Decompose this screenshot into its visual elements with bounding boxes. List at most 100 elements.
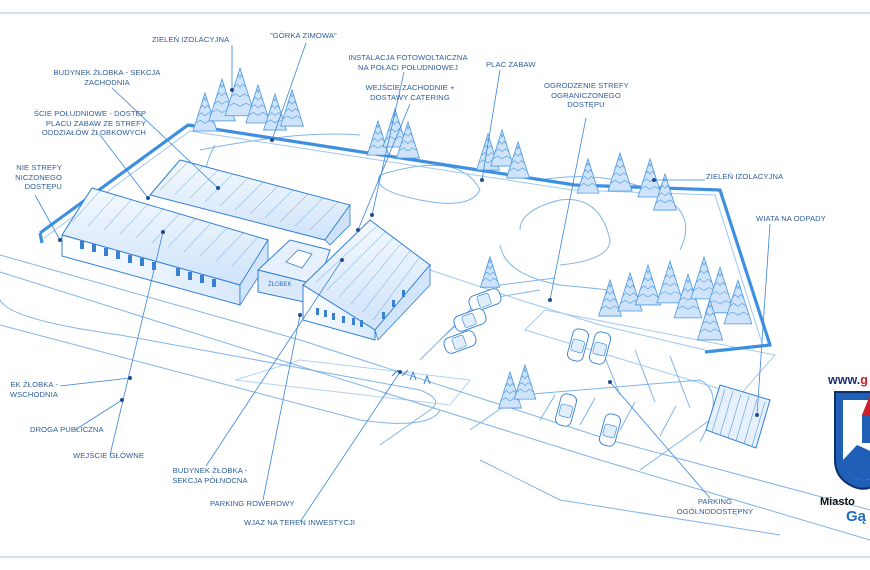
leader-dot [120, 398, 124, 402]
leader-lines [34, 42, 771, 523]
tree-icon [617, 271, 643, 312]
leader-line [59, 377, 131, 387]
leader-dot [270, 138, 274, 142]
label-bud-pn-line-2: SEKCJA PÓŁNOCNA [172, 475, 248, 485]
label-bud-zach-line-2: ZACHODNIA [84, 77, 130, 87]
leader-line [111, 87, 219, 189]
label-strefa-line-1: NIE STREFY [16, 163, 62, 172]
tree-icon [705, 265, 735, 314]
label-droga-publiczna: DROGA PUBLICZNA [30, 425, 104, 434]
tree-icon [490, 128, 514, 167]
label-ogrodzenie-strefy-left: NIE STREFY NICZONEGO DOSTĘPU [0, 163, 62, 192]
label-wiata-na-odpady: WIATA NA ODPADY [756, 214, 826, 223]
logo-url-rest: g [860, 373, 868, 387]
leader-line [357, 103, 411, 231]
tree-icon [723, 278, 753, 325]
leader-dot [548, 298, 552, 302]
label-budynek-sekcja-zachodnia: BUDYNEK ŻŁOBKA - SEKCJA ZACHODNIA [42, 68, 172, 87]
leader-dot [230, 88, 234, 92]
car-icon [589, 331, 611, 365]
label-wejscie-zach-line-2: DOSTAWY CATERING [370, 92, 450, 102]
car-icon [443, 330, 477, 354]
label-budynek-sekcja-polnocna: BUDYNEK ŻŁOBKA - SEKCJA PÓŁNOCNA [160, 466, 260, 485]
leader-dot [340, 258, 344, 262]
label-parking-rowerowy: PARKING ROWEROWY [210, 499, 295, 508]
car-icon [555, 393, 577, 427]
leader-line [299, 371, 401, 523]
label-parking-og-line-2: OGÓLNODOSTĘPNY [676, 506, 754, 516]
leader-dot [298, 313, 302, 317]
label-zielen-izolacyjna-right: ZIELEŃ IZOLACYJNA [706, 172, 784, 181]
leader-dot [216, 186, 220, 190]
label-pv-line-1: INSTALACJA FOTOWOLTAICZNA [348, 53, 468, 62]
leader-dot [161, 230, 165, 234]
label-zielen-izolacyjna-top: ZIELEŃ IZOLACYJNA [152, 35, 230, 44]
tree-icon [653, 172, 677, 211]
car-icon [453, 308, 487, 332]
car-icon [567, 328, 589, 362]
leader-line [609, 381, 711, 499]
tree-icon [656, 259, 684, 304]
label-wejscie-zach-line-1: WEJŚCIE ZACHODNIE + [365, 83, 455, 92]
car-icon [599, 413, 621, 447]
label-ogrodzenie-line-2: OGRANICZONEGO [551, 90, 621, 100]
label-wejscie-pol-line-2: PLACU ZABAW ZE STREFY [45, 118, 146, 128]
tree-icon [690, 255, 718, 300]
tree-icon [245, 83, 271, 124]
label-parking-ogolnodostepny: PARKING OGÓLNODOSTĘPNY [665, 497, 765, 516]
leader-line [74, 399, 123, 431]
car-group [443, 288, 621, 447]
label-bud-zach-line-1: BUDYNEK ŻŁOBKA - SEKCJA [53, 68, 161, 77]
leader-dot [370, 213, 374, 217]
label-strefa-line-2: NICZONEGO [15, 172, 62, 182]
coat-of-arms-icon [834, 391, 870, 490]
tree-icon [479, 255, 501, 288]
logo-url: www.g [828, 373, 868, 387]
tree-group [192, 66, 753, 409]
building-sign: ŻŁOBEK [268, 281, 292, 288]
bike-parking-marks [391, 369, 431, 385]
waste-shelter [705, 384, 771, 449]
logo-url-prefix: www. [828, 373, 861, 387]
leader-dot [398, 370, 402, 374]
label-wejscie-zachodnie: WEJŚCIE ZACHODNIE + DOSTAWY CATERING [355, 83, 465, 102]
tree-icon [224, 66, 256, 117]
leader-line [34, 194, 61, 241]
label-strefa-line-3: DOSTĘPU [24, 182, 62, 192]
tree-icon [607, 151, 633, 192]
label-parking-og-line-1: PARKING [697, 497, 733, 506]
leader-line [756, 223, 771, 416]
building-section-north [302, 219, 431, 341]
leader-dot [356, 228, 360, 232]
tree-icon [506, 140, 530, 179]
label-ogrodzenie-line-3: DOSTĘPU [567, 100, 605, 110]
tree-icon [280, 88, 304, 127]
tree-icon [637, 157, 663, 198]
tree-icon [263, 92, 287, 131]
building-section-west [149, 159, 351, 246]
leader-dot [146, 196, 150, 200]
label-wejscie-poludniowe: ŚCIE POŁUDNIOWE - DOSTEP PLACU ZABAW ZE … [0, 109, 146, 138]
leader-dot [58, 238, 62, 242]
label-wejscie-pol-line-3: ODDZIAŁÓW ŻŁOBKOWYCH [41, 128, 146, 138]
leader-line [549, 117, 587, 301]
label-plac-zabaw: PLAC ZABAW [486, 60, 536, 69]
site-ground-lines [0, 133, 870, 541]
logo-city-label: Miasto [820, 496, 855, 508]
label-bud-pn-line-1: BUDYNEK ŻŁOBKA - [172, 466, 248, 475]
leader-line [371, 71, 405, 216]
tree-icon [598, 278, 622, 317]
logo-city-name: Gą [846, 508, 867, 525]
leader-dot [480, 178, 484, 182]
tree-icon [192, 91, 218, 132]
label-ogrodzenie-line-1: OGRODZENIE STREFY [544, 81, 629, 90]
leader-line [205, 259, 343, 467]
label-bud-wsch-line-2: WSCHODNIA [9, 389, 58, 399]
label-wjazd: WJAZ NA TEREN INWESTYCJI [244, 518, 356, 527]
tree-icon [696, 298, 724, 341]
leader-dot [755, 413, 759, 417]
label-bud-wsch-line-1: EK ŻŁOBKA - [10, 380, 58, 389]
building-section-east [61, 187, 269, 307]
label-instalacja-fotowoltaiczna: INSTALACJA FOTOWOLTAICZNA NA POŁACI POŁU… [338, 53, 478, 72]
